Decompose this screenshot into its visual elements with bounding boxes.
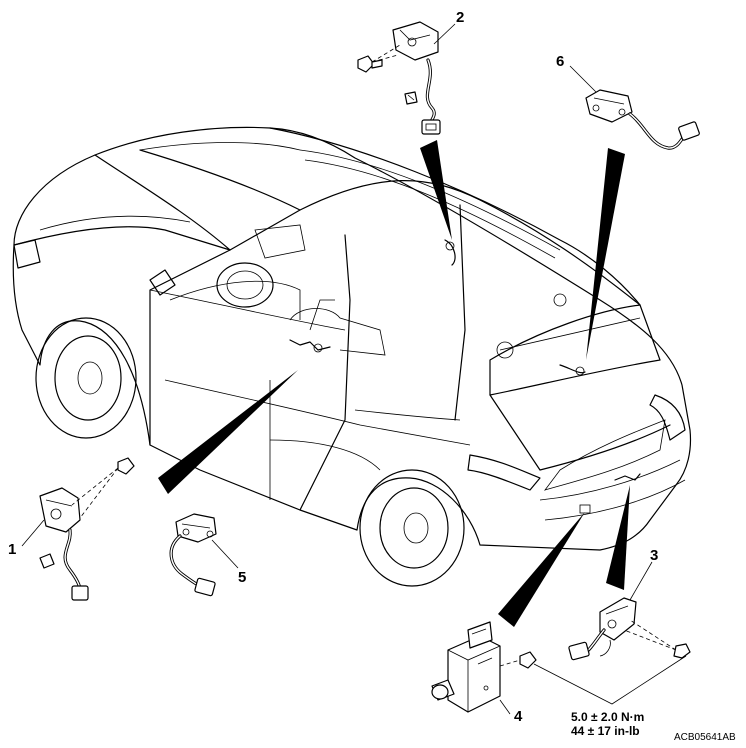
callout-4: 4 bbox=[514, 708, 523, 725]
callout-1: 1 bbox=[8, 541, 16, 558]
callout-6: 6 bbox=[556, 53, 564, 70]
pointer-component-3 bbox=[606, 485, 630, 590]
callout-line-4 bbox=[499, 699, 511, 715]
component-4-bolt bbox=[499, 651, 537, 669]
component-1-sensor bbox=[39, 487, 89, 601]
component-3-sensor bbox=[568, 597, 637, 661]
callout-line-5 bbox=[211, 539, 239, 569]
callout-5: 5 bbox=[238, 569, 246, 586]
component-2-sensor bbox=[392, 21, 441, 135]
vehicle-outline bbox=[12, 126, 692, 587]
component-3-bolt bbox=[623, 619, 691, 659]
component-1-bolt bbox=[71, 457, 135, 519]
pointer-component-4 bbox=[498, 512, 585, 627]
figure-code: ACB05641AB bbox=[674, 732, 736, 743]
pointer-component-2 bbox=[420, 140, 452, 240]
callout-line-3 bbox=[629, 561, 653, 601]
torque-spec-metric: 5.0 ± 2.0 N·m bbox=[571, 710, 644, 724]
component-6-sensor bbox=[585, 89, 700, 150]
callout-3: 3 bbox=[650, 547, 658, 564]
component-4-control-unit bbox=[431, 621, 501, 713]
torque-spec-imperial: 44 ± 17 in-lb bbox=[571, 724, 640, 738]
callout-2: 2 bbox=[456, 9, 464, 26]
pointer-component-6 bbox=[586, 148, 625, 360]
component-2-clip bbox=[404, 91, 418, 105]
pointer-component-1-5 bbox=[158, 370, 298, 494]
component-2-bolt bbox=[357, 44, 401, 73]
callout-line-2 bbox=[433, 23, 456, 45]
torque-leader bbox=[533, 655, 687, 705]
component-5-sensor bbox=[169, 513, 217, 597]
component-1-clip bbox=[39, 553, 55, 569]
callout-line-6 bbox=[569, 65, 597, 93]
callout-line-1 bbox=[21, 519, 45, 547]
